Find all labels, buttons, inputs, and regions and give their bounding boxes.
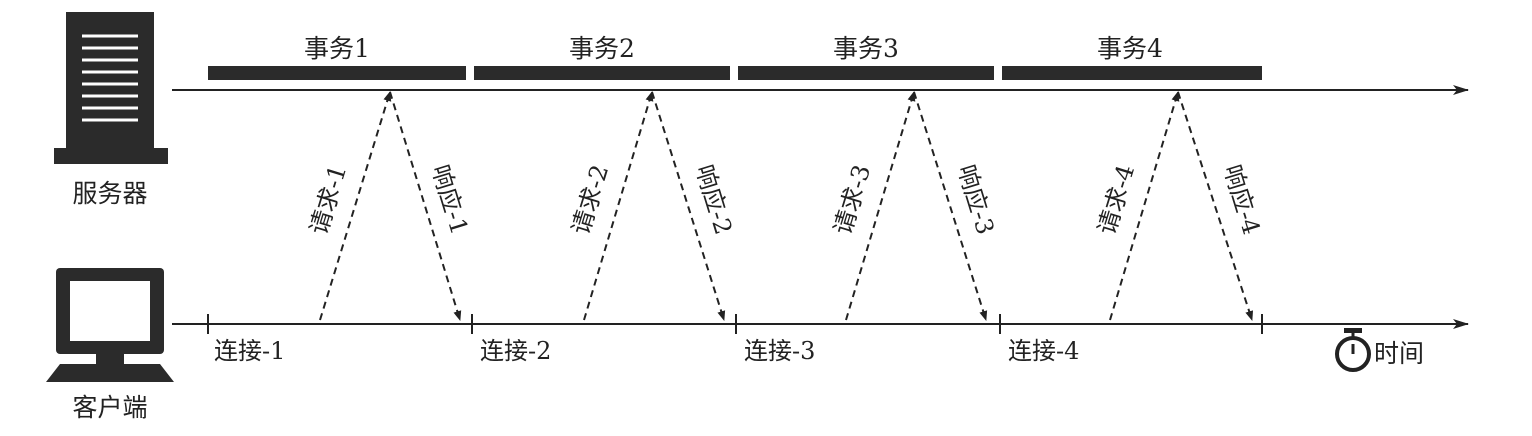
transaction-2: 事务2 请求-2 响应-2 连接-2 [471,34,738,365]
time-label: 时间 [1374,339,1424,368]
transaction-3: 事务3 请求-3 响应-3 连接-3 [735,34,1000,365]
stopwatch-icon [1335,328,1371,372]
client-label: 客户端 [72,393,147,422]
connection-label: 连接-1 [214,337,285,365]
response-label: 响应-3 [952,161,1000,237]
transaction-bar [474,66,730,80]
response-arrow [651,91,726,321]
transaction-bar [738,66,994,80]
request-label: 请求-1 [305,161,353,237]
request-label: 请求-2 [567,161,615,237]
request-arrow [845,91,916,321]
request-label: 请求-4 [1093,161,1141,237]
transaction-label: 事务4 [1097,34,1163,63]
request-arrow [319,91,392,321]
computer-icon [46,268,174,382]
transaction-bar [208,66,466,80]
connection-label: 连接-4 [1008,337,1079,365]
transaction-1: 事务1 请求-1 响应-1 连接-1 [207,34,474,365]
request-arrow [1109,91,1180,321]
server-label: 服务器 [72,179,147,208]
transaction-label: 事务1 [304,34,370,63]
server-icon [54,12,168,164]
connection-label: 连接-2 [480,337,551,365]
transaction-label: 事务3 [833,34,899,63]
response-label: 响应-1 [426,161,474,237]
response-arrow [389,91,462,321]
response-label: 响应-4 [1218,161,1266,237]
response-arrow [913,91,988,321]
request-arrow [583,91,654,321]
response-label: 响应-2 [690,161,738,237]
request-label: 请求-3 [829,161,877,237]
transaction-label: 事务2 [569,34,635,63]
response-arrow [1177,91,1254,321]
transaction-4: 事务4 请求-4 响应-4 连接-4 [999,34,1266,365]
connection-label: 连接-3 [744,337,815,365]
transaction-bar [1002,66,1262,80]
